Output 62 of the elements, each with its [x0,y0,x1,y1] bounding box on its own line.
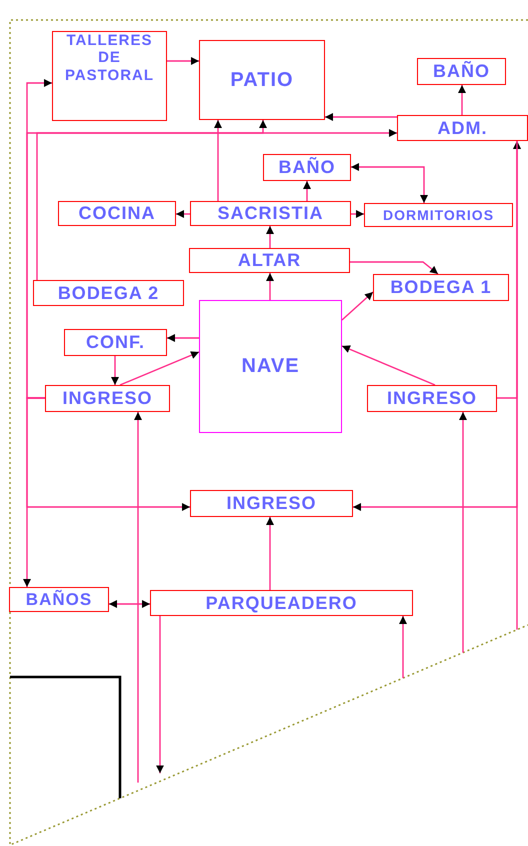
room-box [150,590,413,616]
connector-arrow [167,334,199,342]
connector-arrow [120,351,200,386]
connector-arrow [36,120,267,280]
room-box [58,201,176,226]
connector-arrow [167,57,199,65]
connector-arrow [351,163,428,203]
room-box [417,58,506,85]
room-box [190,201,351,226]
connector-arrow [266,273,274,300]
room-label: SACRISTIA [217,203,324,224]
room-label: ALTAR [238,250,302,271]
connector-arrow [176,210,190,218]
room-label: PARQUEADERO [206,592,358,614]
room-box [367,385,497,412]
connector-arrow [156,616,164,774]
connector-arrow [23,397,45,587]
connector-arrow [342,345,436,386]
room-label: BODEGA 2 [58,282,160,304]
room-label: ADM. [438,118,488,138]
room-label: INGRESO [386,388,477,409]
connector-arrow [458,85,466,115]
room-label: BAÑO [278,157,336,178]
room-label: COCINA [78,203,156,224]
connector-arrow [266,517,274,590]
connector-arrow [26,129,397,399]
room-box [199,40,325,120]
room-label: CONF. [86,332,145,353]
room-label: BODEGA 1 [390,277,492,298]
connector-arrow [303,181,311,201]
room-box [45,385,170,412]
connector-arrow [399,616,407,678]
connector-arrow [459,412,467,653]
room-box [263,154,351,181]
room-label: INGRESO [226,493,316,514]
connector-arrow [111,356,119,385]
room-box [9,587,109,612]
room-box [64,329,167,356]
room-label: INGRESO [62,388,152,409]
room-box [199,300,342,433]
connector-arrow [350,261,438,275]
room-box [189,248,350,273]
connector-arrow [134,412,142,783]
room-label: BAÑO [433,61,490,82]
room-box [397,115,528,141]
connector-arrow [325,113,397,121]
room-label: DORMITORIOS [382,206,494,224]
room-box [52,31,167,121]
connector-arrow [266,226,274,248]
room-box [33,280,184,306]
room-box [373,274,509,301]
room-box [190,490,353,517]
room-label: NAVE [241,355,300,378]
room-label: TALLERES DE PASTORAL [64,32,156,84]
connector-arrow [351,210,364,218]
connector-arrow [109,600,150,608]
room-box [364,203,513,227]
connector-arrow [214,120,222,201]
room-label: BAÑOS [26,590,92,610]
connector-arrow [342,291,374,321]
connector-arrow [353,141,521,511]
room-label: PATIO [230,68,294,92]
